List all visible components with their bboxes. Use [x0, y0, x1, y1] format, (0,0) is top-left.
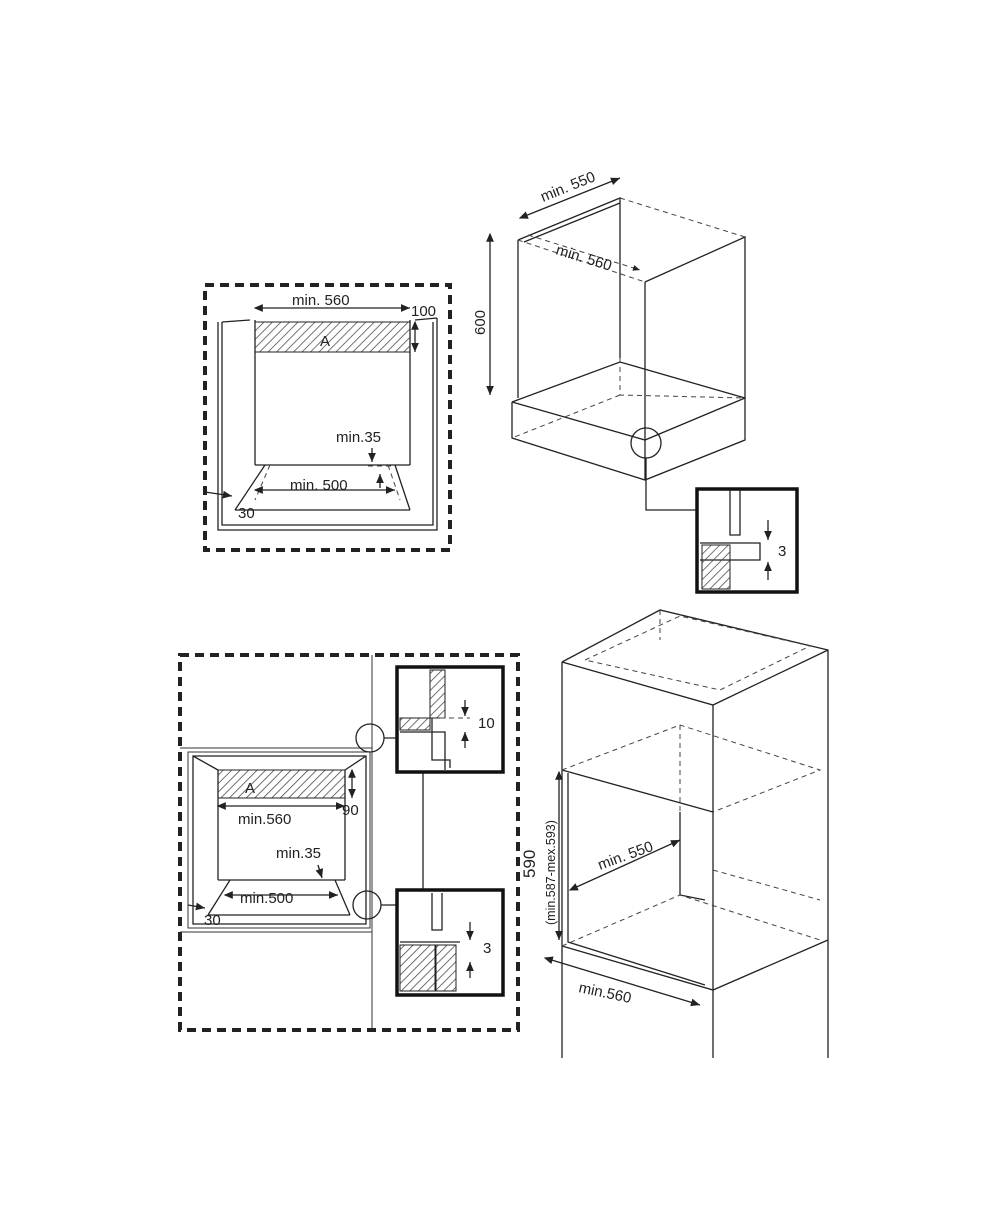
bottom-width-label: min.500	[240, 890, 293, 907]
rear-gap-label: min.35	[276, 845, 321, 862]
area-label: A	[245, 780, 255, 797]
height-range-label: (min.587-mex.593)	[544, 820, 558, 925]
detail-gap-label: 3	[778, 543, 786, 560]
top-gap-label: 90	[342, 802, 359, 819]
width-label: min. 560	[554, 242, 614, 275]
height-label: 600	[472, 310, 489, 335]
dashed-boundary	[178, 653, 520, 1032]
side-label: 30	[238, 505, 255, 522]
width-label: min.560	[577, 979, 633, 1007]
height-label: 590	[520, 850, 539, 878]
top-gap-label: 100	[411, 303, 436, 320]
detail-callout-circle	[630, 427, 662, 459]
rear-gap-label: min.35	[336, 429, 381, 446]
depth-label: min. 550	[596, 838, 656, 874]
width-label: min. 560	[292, 292, 350, 309]
area-a-hatch	[254, 321, 411, 353]
under-counter-front-view: min. 560 100 A min.35 min. 500 30	[203, 283, 452, 552]
width-label: min.560	[238, 811, 291, 828]
bottom-detail-callout-circle	[352, 890, 382, 920]
depth-top-label: min. 550	[538, 168, 598, 205]
bottom-width-label: min. 500	[290, 477, 348, 494]
detail-top-gap-label: 10	[478, 715, 495, 732]
area-label: A	[320, 333, 330, 350]
dashed-boundary	[203, 283, 452, 552]
under-counter-3d-view: 3 min. 550 min. 560 600	[472, 168, 799, 594]
detail-bottom-gap-label: 3	[483, 940, 491, 957]
side-label: 30	[204, 912, 221, 929]
tall-unit-3d-view: 590 (min.587-mex.593) min. 550 min.560	[520, 609, 829, 1058]
area-a-hatch	[217, 769, 346, 799]
tall-unit-front-view: A 90 min.560 min.35 min.500 30 10 3	[178, 653, 520, 1032]
